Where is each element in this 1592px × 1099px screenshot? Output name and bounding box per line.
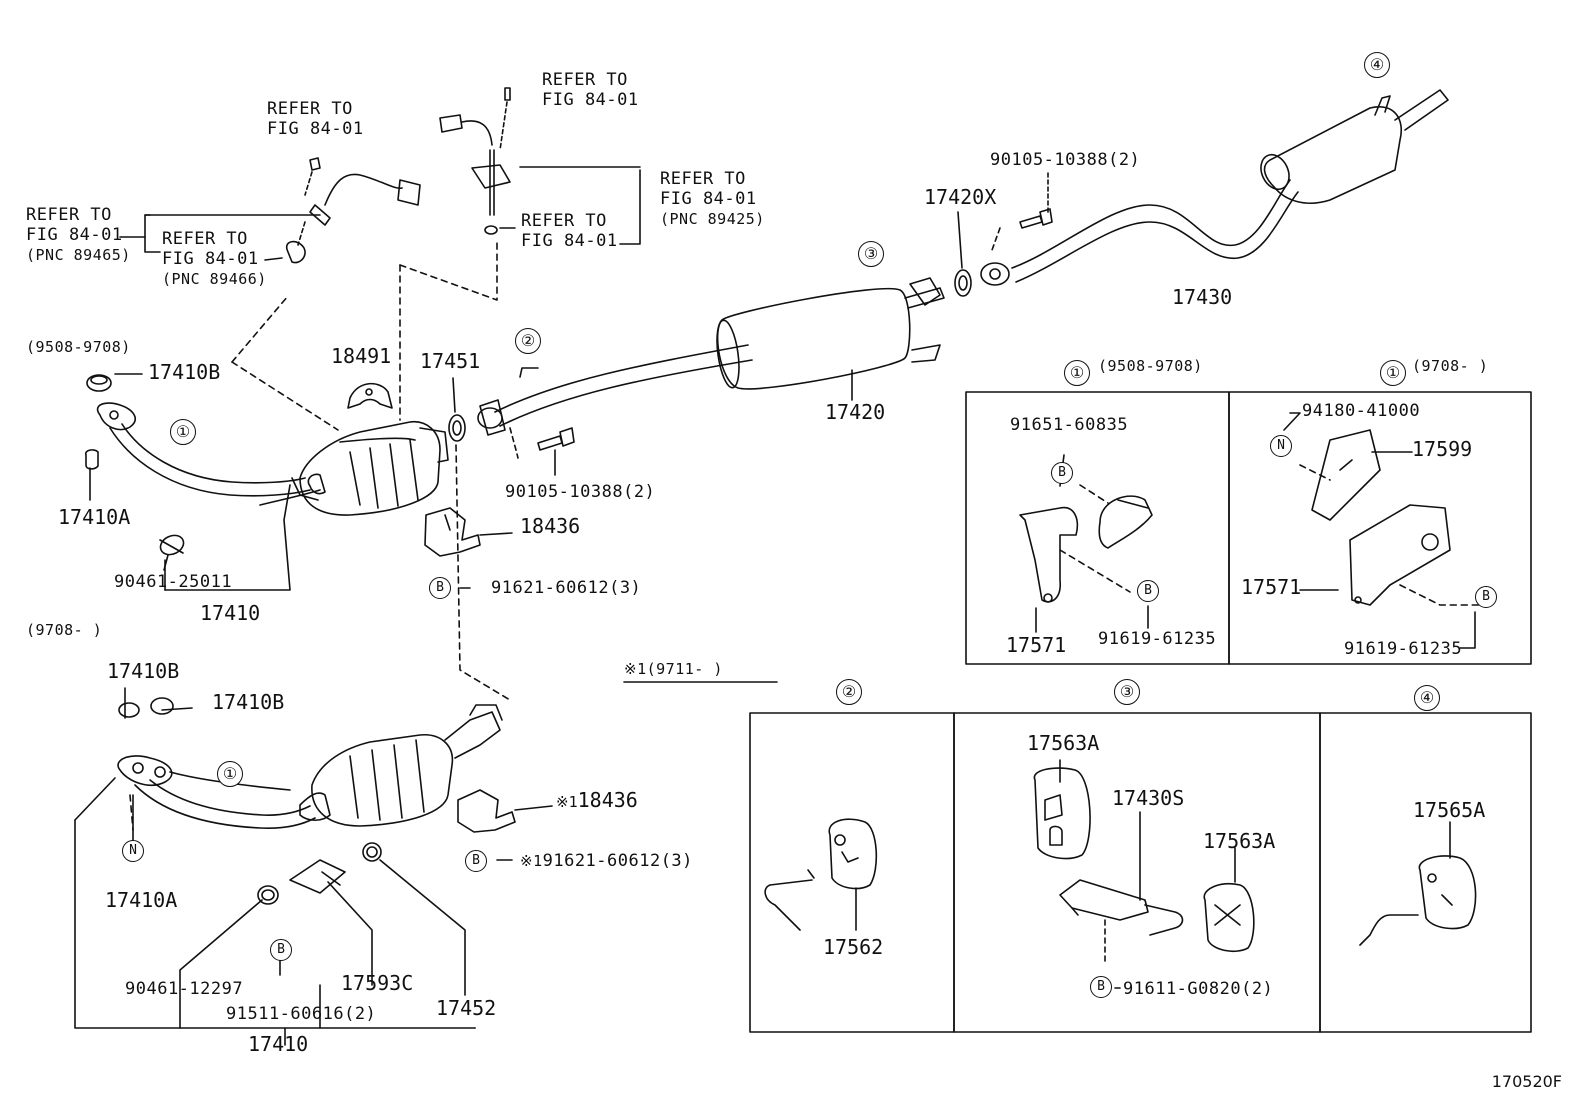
date-range-4: (9708- ) <box>1412 357 1489 375</box>
part-17410B-b: 17410B <box>107 659 180 683</box>
clamp-parts-lower <box>257 842 382 905</box>
catalytic-converter-lower <box>311 704 503 827</box>
part-90105-b: 90105-10388(2) <box>990 150 1141 170</box>
part-17410-a: 17410 <box>200 601 261 625</box>
catalytic-converter-upper <box>299 421 449 516</box>
heat-insulator-18491 <box>347 382 393 409</box>
part-18491: 18491 <box>331 344 392 368</box>
part-17565A: 17565A <box>1413 798 1486 822</box>
gasket-17420X <box>954 211 972 297</box>
badge-b-2: B <box>1051 462 1073 484</box>
callout-4-box: ④ <box>1414 685 1440 711</box>
part-94180: 94180-41000 <box>1302 401 1421 421</box>
tail-pipe-17430 <box>980 89 1449 286</box>
center-muffler-17420 <box>477 277 945 436</box>
part-90105-a: 90105-10388(2) <box>505 482 656 502</box>
callout-3-box: ③ <box>1114 679 1140 705</box>
part-90461-12297: 90461-12297 <box>125 979 244 999</box>
badge-b-7: B <box>1090 976 1112 998</box>
leader-lines <box>74 166 1476 1046</box>
hanger-17563A-top <box>1033 759 1091 860</box>
part-17410-b: 17410 <box>248 1032 309 1056</box>
part-17430S: 17430S <box>1112 786 1185 810</box>
part-91619-b: 91619-61235 <box>1344 639 1463 659</box>
badge-n-2: N <box>122 840 144 862</box>
part-17571-a: 17571 <box>1006 633 1067 657</box>
part-17430: 17430 <box>1172 285 1233 309</box>
part-17410A-a: 17410A <box>58 505 131 529</box>
part-17410B-a: 17410B <box>148 360 221 384</box>
dashed-leaders <box>129 239 1481 831</box>
part-17563A-a: 17563A <box>1027 731 1100 755</box>
hanger-17563A-right <box>1203 847 1255 952</box>
badge-b-3: B <box>1137 580 1159 602</box>
part-18436-b: ※118436 <box>556 788 638 812</box>
badge-b-4: B <box>1475 586 1497 608</box>
bolt-90105-upper <box>991 169 1053 251</box>
part-17593C: 17593C <box>341 971 414 995</box>
callout-1-upper: ① <box>170 419 196 445</box>
callout-2-main: ② <box>515 328 541 354</box>
part-17563A-b: 17563A <box>1203 829 1276 853</box>
bolt-90105-lower <box>509 427 575 476</box>
part-18436-a: 18436 <box>520 514 581 538</box>
badge-b-1: B <box>429 577 451 599</box>
badge-b-6: B <box>465 850 487 872</box>
front-pipe-17410-lower <box>117 697 331 829</box>
front-pipe-17410-upper <box>84 374 321 591</box>
heat-insulator-18436-lower <box>457 789 553 833</box>
part-17420: 17420 <box>825 400 886 424</box>
part-91621-a: 91621-60612(3) <box>491 578 642 598</box>
callout-3-main: ③ <box>858 241 884 267</box>
callout-2-box: ② <box>836 679 862 705</box>
badge-b-5: B <box>270 939 292 961</box>
part-17571-b: 17571 <box>1241 575 1302 599</box>
star-note: ※1(9711- ) <box>624 660 723 678</box>
part-17410B-c: 17410B <box>212 690 285 714</box>
date-range-3: (9508-9708) <box>1098 357 1203 375</box>
bracket-17430S <box>1059 811 1184 966</box>
part-91619-a: 91619-61235 <box>1098 629 1217 649</box>
part-91611: 91611-G0820(2) <box>1123 979 1274 999</box>
part-17452: 17452 <box>436 996 497 1020</box>
clamp-90461-25011 <box>159 534 185 571</box>
hanger-17565A <box>1359 821 1477 946</box>
date-range-1: (9508-9708) <box>26 338 131 356</box>
badge-n-1: N <box>1270 435 1292 457</box>
detail-box-2-3-4 <box>749 712 1532 1033</box>
part-17562: 17562 <box>823 935 884 959</box>
part-17599: 17599 <box>1412 437 1473 461</box>
hanger-17562 <box>764 818 878 931</box>
part-91651: 91651-60835 <box>1010 415 1129 435</box>
date-range-2: (9708- ) <box>26 621 103 639</box>
part-91621-b: ※191621-60612(3) <box>520 851 693 871</box>
part-90461-25011: 90461-25011 <box>114 572 233 592</box>
part-91511: 91511-60616(2) <box>226 1004 377 1024</box>
part-17410A-b: 17410A <box>105 888 178 912</box>
callout-1-box-b: ① <box>1380 360 1406 386</box>
o2-sensor-left <box>285 157 421 264</box>
part-17451: 17451 <box>420 349 481 373</box>
heat-insulator-18436-upper <box>424 507 513 557</box>
detail-box-1-brackets <box>965 391 1532 665</box>
callout-1-box-a: ① <box>1064 360 1090 386</box>
callout-4-main: ④ <box>1364 52 1390 78</box>
figure-code: 170520F <box>1491 1072 1562 1091</box>
o2-sensor-right <box>439 87 511 235</box>
gasket-17451 <box>448 377 466 442</box>
part-17420X: 17420X <box>924 185 997 209</box>
callout-1-lower: ① <box>217 761 243 787</box>
